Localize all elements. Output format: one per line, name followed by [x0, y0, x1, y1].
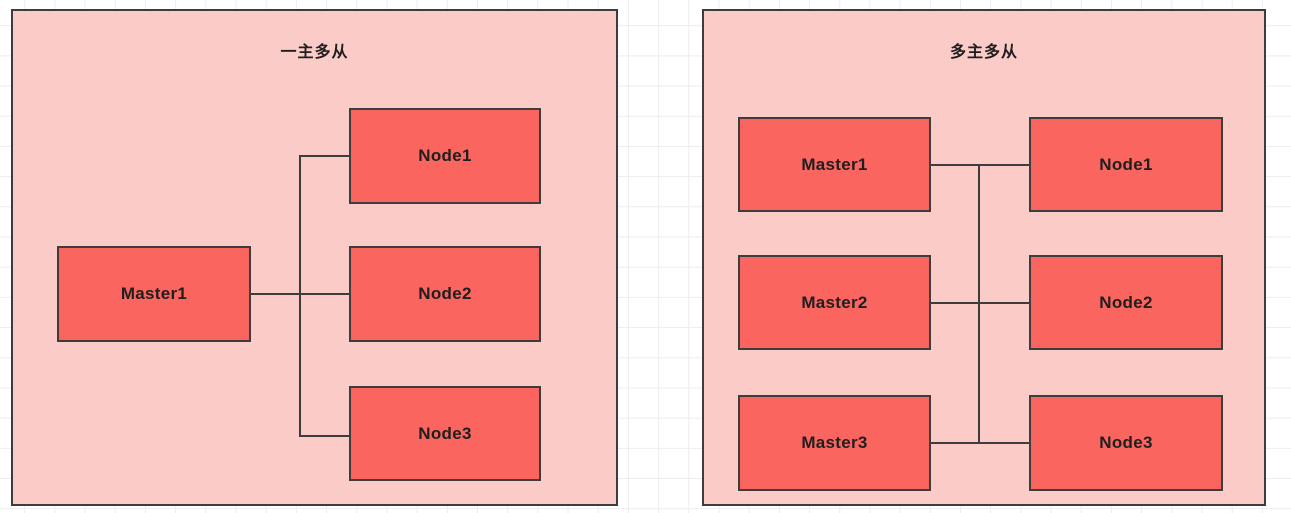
connector-bus-to-node1 — [299, 155, 349, 157]
connector-master2-node2 — [931, 302, 1029, 304]
connector-master1-to-bus — [251, 293, 301, 295]
node-box-node3[interactable]: Node3 — [349, 386, 541, 481]
panel-single-master[interactable]: 一主多从 Master1 Node1 Node2 Node3 — [11, 9, 618, 506]
connector-master1-node1 — [931, 164, 1029, 166]
node-label: Node3 — [418, 423, 472, 443]
node-box-node2[interactable]: Node2 — [1029, 255, 1223, 350]
connector-master3-node3 — [931, 442, 1029, 444]
node-label: Master2 — [801, 292, 868, 312]
node-label: Node1 — [1099, 154, 1153, 174]
node-box-node1[interactable]: Node1 — [349, 108, 541, 204]
node-label: Master1 — [801, 154, 868, 174]
node-label: Node2 — [418, 284, 472, 303]
node-label: Node2 — [1099, 292, 1153, 312]
connector-bus-to-node2 — [299, 293, 349, 295]
panel-multi-master[interactable]: 多主多从 Master1 Node1 Master2 Node2 Master3… — [702, 9, 1266, 506]
node-box-master2[interactable]: Master2 — [738, 255, 931, 350]
panel-multi-master-title: 多主多从 — [949, 44, 1018, 61]
node-label: Node1 — [418, 146, 472, 165]
node-label: Master1 — [120, 284, 188, 303]
panel-single-master-title: 一主多从 — [280, 44, 349, 61]
connector-vertical-bus — [978, 164, 980, 444]
node-label: Node3 — [1099, 433, 1153, 452]
connector-vertical-bus — [299, 155, 301, 437]
node-box-master1[interactable]: Master1 — [738, 117, 931, 212]
node-box-master1[interactable]: Master1 — [57, 246, 251, 342]
node-box-node2[interactable]: Node2 — [349, 246, 541, 342]
connector-bus-to-node3 — [299, 435, 349, 437]
node-box-node3[interactable]: Node3 — [1029, 395, 1223, 491]
node-box-node1[interactable]: Node1 — [1029, 117, 1223, 212]
node-label: Master3 — [801, 433, 868, 452]
node-box-master3[interactable]: Master3 — [738, 395, 931, 491]
